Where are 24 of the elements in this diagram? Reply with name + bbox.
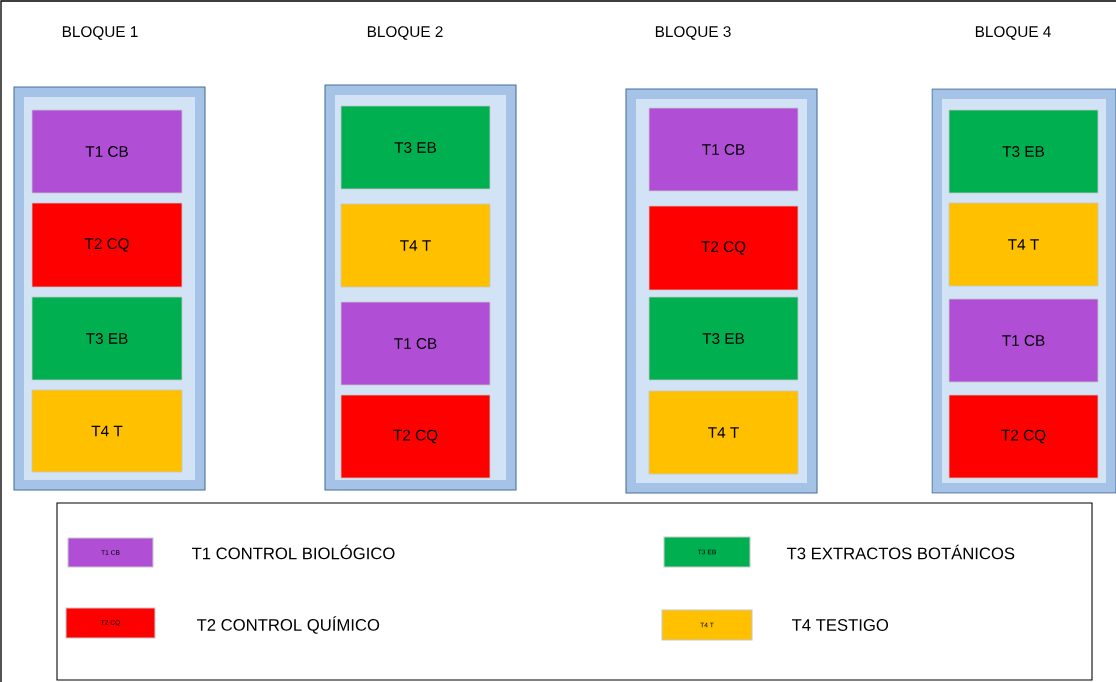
block-heading: BLOQUE 4: [975, 26, 1051, 40]
treatment-plot: T2 CQ: [340, 394, 491, 479]
treatment-plot: T2 CQ: [648, 205, 799, 291]
treatment-plot: T1 CB: [648, 107, 799, 192]
legend-label: T1 CONTROL BIOLÓGICO: [192, 544, 395, 560]
block-heading: BLOQUE 1: [62, 26, 138, 40]
treatment-plot: T2 CQ: [948, 394, 1099, 479]
treatment-plot: T4 T: [948, 202, 1099, 287]
treatment-plot: T1 CB: [340, 301, 491, 386]
treatment-plot: T3 EB: [340, 105, 491, 190]
legend-label: T4 TESTIGO: [792, 619, 889, 631]
treatment-plot: T3 EB: [648, 296, 799, 381]
block-heading: BLOQUE 2: [367, 26, 443, 40]
treatment-plot: T3 EB: [31, 296, 183, 381]
treatment-plot: T3 EB: [948, 109, 1099, 194]
treatment-plot: T1 CB: [948, 298, 1099, 383]
legend-label: T3 EXTRACTOS BOTÁNICOS: [787, 544, 1015, 560]
treatment-plot: T2 CQ: [31, 202, 183, 288]
treatment-plot: T4 T: [340, 203, 491, 288]
treatment-plot: T4 T: [31, 389, 183, 473]
block-heading: BLOQUE 3: [655, 26, 731, 40]
treatment-plot: T4 T: [648, 390, 799, 475]
treatment-plot: T1 CB: [31, 109, 183, 194]
legend-label: T2 CONTROL QUÍMICO: [197, 616, 380, 634]
